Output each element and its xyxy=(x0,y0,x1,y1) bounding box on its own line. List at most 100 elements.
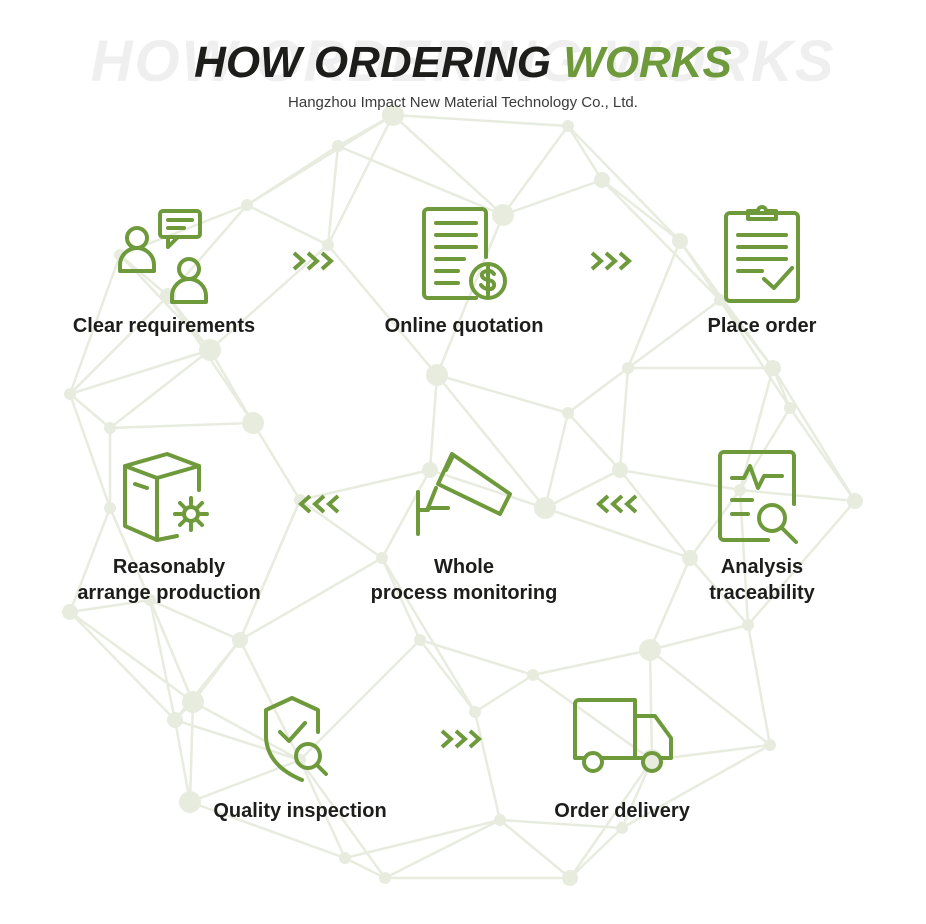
network-edge xyxy=(69,610,194,704)
network-edge xyxy=(649,649,771,746)
network-edge xyxy=(238,499,302,641)
network-edge xyxy=(544,468,621,510)
clipboard-check-icon xyxy=(724,205,800,303)
network-edge xyxy=(68,393,112,509)
network-edge xyxy=(298,759,347,859)
network-edge xyxy=(568,759,654,879)
network-edge xyxy=(326,114,395,246)
network-edge xyxy=(149,598,241,642)
network-edge xyxy=(473,711,502,821)
network-edge xyxy=(109,421,254,430)
network-edge xyxy=(326,145,340,246)
network-node xyxy=(616,822,628,834)
network-node xyxy=(241,199,253,211)
network-edge xyxy=(298,759,387,879)
network-edge xyxy=(567,412,621,471)
network-node xyxy=(562,407,574,419)
step-label: Online quotation xyxy=(384,315,544,337)
network-edge xyxy=(436,373,569,415)
network-node xyxy=(426,364,448,386)
network-edge xyxy=(108,507,152,601)
flow-arrow-left-icon xyxy=(297,494,340,514)
network-edge xyxy=(69,598,151,614)
network-node xyxy=(64,388,76,400)
network-edge xyxy=(648,557,692,651)
step-place-order: Place order xyxy=(662,205,862,339)
network-edge xyxy=(566,125,604,181)
network-edge xyxy=(544,506,691,560)
network-edge xyxy=(109,349,211,429)
network-edge xyxy=(68,254,122,395)
flow-arrow-right-icon xyxy=(590,251,633,271)
network-edge xyxy=(429,468,546,510)
flow-arrow-left-icon xyxy=(595,494,638,514)
network-edge xyxy=(601,179,681,242)
network-edge xyxy=(739,488,856,503)
network-node xyxy=(179,791,201,813)
network-node xyxy=(562,120,574,132)
network-node xyxy=(672,233,688,249)
network-node xyxy=(414,634,426,646)
network-node xyxy=(622,362,634,374)
quotation-dollar-icon xyxy=(422,207,507,300)
step-label: Clear requirements xyxy=(72,315,256,337)
step-label-line1: Whole xyxy=(434,556,494,578)
step-arrange-production: Reasonably arrange production xyxy=(44,448,294,606)
network-edge xyxy=(601,179,721,301)
flow-arrow-right-icon xyxy=(292,251,335,271)
network-node xyxy=(382,104,404,126)
network-edge xyxy=(299,498,383,560)
network-edge xyxy=(532,648,651,677)
network-edge xyxy=(239,556,383,642)
network-edge xyxy=(189,800,346,860)
network-node xyxy=(469,706,481,718)
network-edge xyxy=(251,422,302,501)
network-edge xyxy=(474,673,534,714)
network-edge xyxy=(337,144,504,217)
network-node xyxy=(422,462,438,478)
title-watermark: HOW ORDERING WORKS xyxy=(90,29,836,94)
flow-arrow-right-icon xyxy=(440,729,483,749)
network-edge xyxy=(69,348,211,396)
network-node xyxy=(182,691,204,713)
company-subtitle: Hangzhou Impact New Material Technology … xyxy=(288,94,638,111)
network-edge xyxy=(627,298,721,370)
network-edge xyxy=(619,469,691,559)
network-node xyxy=(167,712,183,728)
network-node xyxy=(144,594,156,606)
network-node xyxy=(376,552,388,564)
title-main: HOW ORDERING xyxy=(194,38,564,87)
network-edge xyxy=(543,412,570,509)
network-node xyxy=(379,872,391,884)
shield-search-icon xyxy=(264,696,328,782)
network-edge xyxy=(435,214,505,376)
document-search-icon xyxy=(718,450,798,544)
network-edge xyxy=(384,818,501,880)
network-edge xyxy=(344,856,386,880)
network-edge xyxy=(327,244,438,376)
network-edge xyxy=(246,203,329,247)
network-node xyxy=(562,870,578,886)
network-edge xyxy=(299,639,421,761)
network-edge xyxy=(192,700,301,762)
network-edge xyxy=(567,125,681,242)
network-edge xyxy=(499,819,571,879)
network-edge xyxy=(567,367,629,414)
network-node xyxy=(714,294,726,306)
network-node xyxy=(104,502,116,514)
network-edge xyxy=(344,818,501,860)
network-node xyxy=(742,619,754,631)
step-label: Place order xyxy=(707,315,817,337)
network-edge xyxy=(502,178,603,217)
network-node xyxy=(332,140,344,152)
network-node xyxy=(232,632,248,648)
network-edge xyxy=(569,827,623,879)
network-node xyxy=(784,402,796,414)
step-online-quotation: Online quotation xyxy=(344,205,584,339)
network-edge xyxy=(618,367,630,471)
network-node xyxy=(242,412,264,434)
step-label-line2: process monitoring xyxy=(370,582,558,604)
network-edge xyxy=(299,468,431,502)
network-node xyxy=(494,814,506,826)
